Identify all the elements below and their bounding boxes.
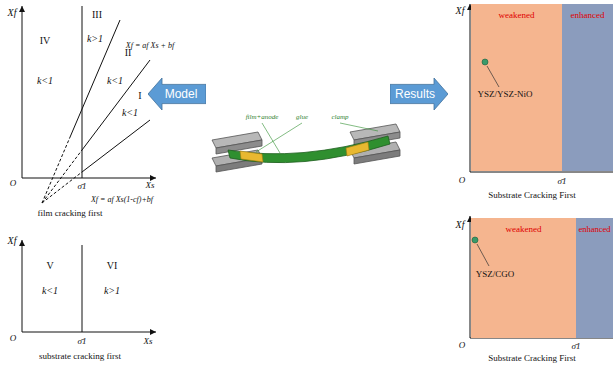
substrate-plot bbox=[22, 240, 156, 332]
axis-tick-label: σ̄1 bbox=[572, 342, 581, 352]
node-text: enhanced bbox=[578, 224, 610, 234]
part-label: glue bbox=[296, 114, 308, 122]
equation: Xf = af Xs + bf bbox=[126, 42, 174, 51]
point-label: YSZ/CGO bbox=[476, 270, 515, 280]
weakened-region: weakened bbox=[471, 4, 562, 171]
region-condition: k<1 bbox=[42, 285, 58, 296]
origin-label: O bbox=[459, 341, 466, 351]
region-condition: k>1 bbox=[87, 33, 103, 44]
enhanced-region: enhanced bbox=[576, 218, 613, 338]
plot-caption: film cracking first bbox=[38, 209, 103, 219]
leader-line bbox=[487, 66, 499, 87]
region-condition: k>1 bbox=[104, 285, 120, 296]
region-number: V bbox=[46, 260, 53, 271]
results-arrow: Results bbox=[390, 78, 448, 110]
origin-label: O bbox=[10, 179, 17, 189]
axis-tick-label: σ̄1 bbox=[558, 177, 567, 187]
axis-tick-label: σ̄1 bbox=[78, 337, 87, 347]
axis-label: Xf bbox=[8, 7, 17, 18]
axis-label: Xf bbox=[456, 5, 465, 16]
result-axes bbox=[470, 4, 613, 338]
region-number: I bbox=[138, 90, 141, 101]
film-plot bbox=[22, 6, 156, 203]
plot-caption: Substrate Cracking First bbox=[488, 354, 576, 364]
region-number: IV bbox=[40, 35, 51, 46]
axis-label: Xs bbox=[146, 181, 155, 191]
node-text: Model bbox=[165, 87, 198, 101]
plot-caption: substrate cracking first bbox=[39, 352, 121, 362]
node-text: enhanced bbox=[571, 10, 605, 20]
region-number: III bbox=[92, 9, 102, 20]
region-condition: k<1 bbox=[122, 107, 138, 118]
equation: Xf = af Xs(1-cf)+bf bbox=[91, 196, 153, 205]
origin-label: O bbox=[10, 334, 17, 344]
enhanced-region: enhanced bbox=[562, 4, 613, 171]
point-label: YSZ/YSZ-NiO bbox=[477, 90, 532, 100]
node-text: weakened bbox=[506, 224, 542, 234]
region-condition: k<1 bbox=[37, 75, 53, 86]
data-point bbox=[472, 237, 478, 243]
region-condition: k<1 bbox=[107, 75, 123, 86]
origin-label: O bbox=[459, 176, 466, 186]
plot-caption: Substrate Cracking First bbox=[488, 191, 576, 201]
axis-label: Xf bbox=[456, 219, 465, 230]
data-point bbox=[482, 59, 488, 65]
axis-tick-label: σ̄1 bbox=[78, 182, 87, 192]
node-text: weakened bbox=[499, 10, 535, 20]
specimen-illustration bbox=[212, 123, 400, 172]
model-arrow: Model bbox=[148, 78, 206, 110]
part-label: film+anode bbox=[246, 114, 279, 122]
part-label: clamp bbox=[331, 114, 348, 122]
region-number: VI bbox=[107, 260, 118, 271]
node-text: Results bbox=[395, 87, 435, 101]
axis-label: Xf bbox=[8, 235, 17, 246]
leader-line bbox=[477, 244, 489, 266]
axis-label: Xs bbox=[144, 337, 153, 347]
